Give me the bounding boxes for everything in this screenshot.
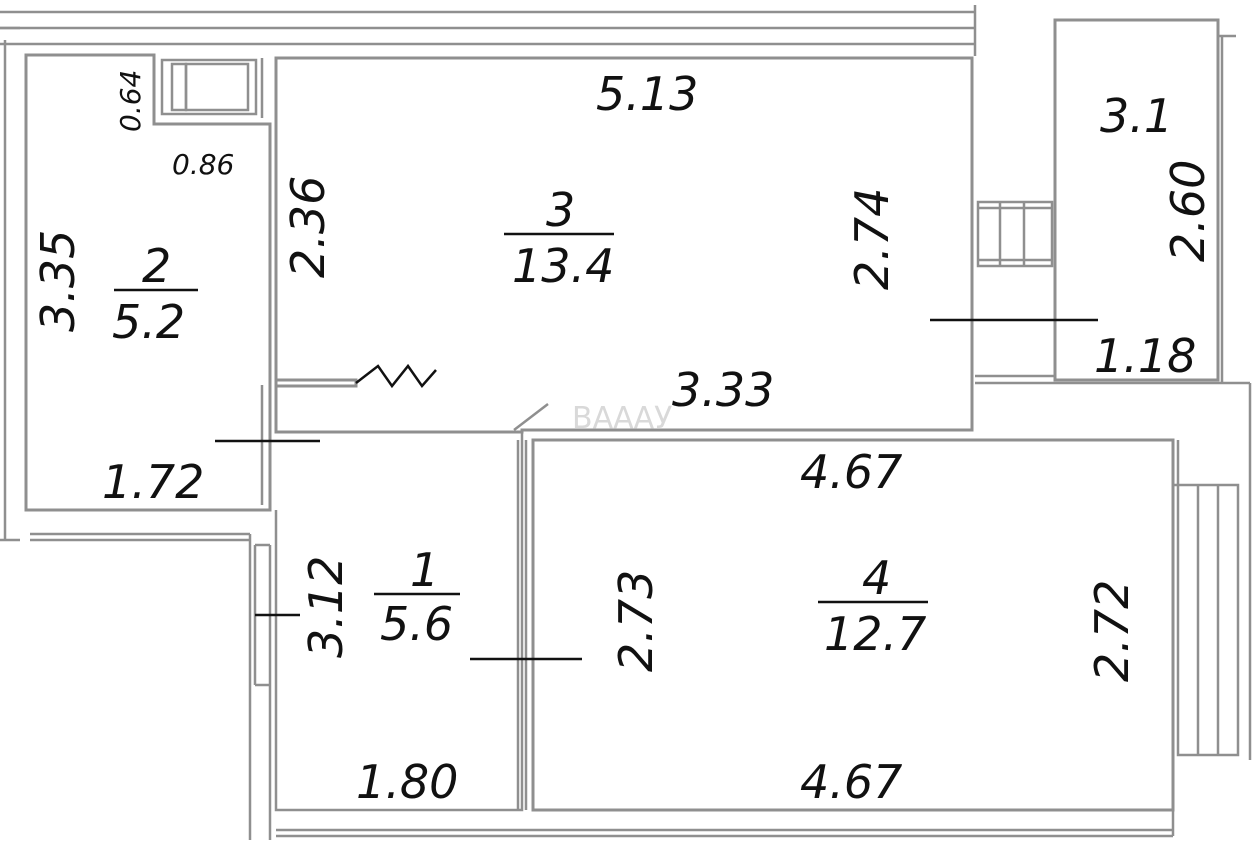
dim-1-18: 1.18: [1094, 329, 1196, 383]
room-1-area: 5.6: [380, 597, 453, 651]
dim-1-80: 1.80: [356, 755, 458, 809]
dim-2-60: 2.60: [1161, 160, 1215, 262]
dim-0-64: 0.64: [114, 70, 147, 132]
watermark: ВАААУ: [572, 401, 672, 436]
dim-4-67-bottom: 4.67: [800, 755, 902, 809]
room-4-number: 4: [862, 551, 891, 605]
room-2-number: 2: [142, 239, 171, 293]
dim-3-35: 3.35: [31, 230, 85, 332]
corridor-outline: [274, 432, 524, 812]
dimension-labels: 5.13 0.86 1.72 3.33 1.18 4.67 1.80 4.67 …: [31, 67, 1215, 809]
balcony-area: 3.1: [1100, 89, 1173, 143]
room-2-area: 5.2: [112, 295, 185, 349]
room-1-walls: [274, 378, 358, 388]
room-4-area: 12.7: [824, 607, 926, 661]
room-3-walls: [274, 56, 974, 434]
room-2-walls: [24, 53, 272, 512]
entry-door-symbol: [355, 363, 437, 389]
dim-2-74: 2.74: [845, 188, 899, 290]
bottom-wall: [276, 810, 1175, 838]
room-4-walls: [531, 438, 1175, 812]
exterior-walls: [0, 5, 977, 542]
dim-4-67-top: 4.67: [800, 445, 902, 499]
room-labels: 2 5.2 3 13.4 1 5.6 4 12.7 3.1: [112, 89, 1173, 661]
window-room-4: [1173, 381, 1252, 760]
left-lower-wall: [30, 532, 272, 840]
ventilation-shaft: [160, 58, 264, 118]
dim-1-72: 1.72: [102, 455, 204, 509]
balcony-door: [976, 200, 1054, 268]
dim-2-73: 2.73: [609, 570, 663, 672]
room-3-area: 13.4: [512, 239, 614, 293]
marker-lines: [114, 232, 1098, 661]
dim-3-33: 3.33: [672, 363, 774, 417]
dim-3-12: 3.12: [299, 556, 353, 658]
dim-2-36: 2.36: [281, 176, 335, 278]
room-1-number: 1: [410, 543, 439, 597]
dim-0-86: 0.86: [172, 148, 234, 181]
room-3-number: 3: [546, 183, 575, 237]
dim-2-72: 2.72: [1085, 580, 1139, 682]
dim-5-13: 5.13: [596, 67, 698, 121]
